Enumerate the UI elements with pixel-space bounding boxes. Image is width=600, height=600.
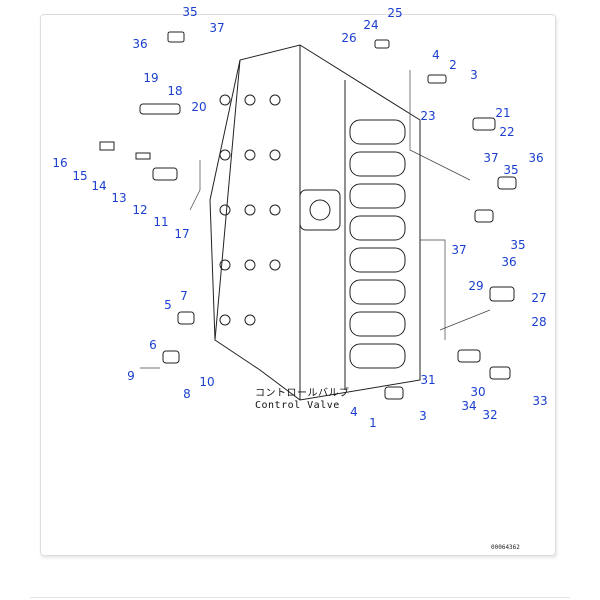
callout-24[interactable]: 24 [363, 18, 379, 32]
callout-4[interactable]: 4 [350, 405, 358, 419]
caption-english: Control Valve [255, 400, 340, 411]
callout-36[interactable]: 36 [501, 255, 517, 269]
callout-31[interactable]: 31 [420, 373, 436, 387]
callout-3[interactable]: 3 [470, 68, 478, 82]
callout-37[interactable]: 37 [483, 151, 499, 165]
spool-section [349, 151, 406, 177]
callout-33[interactable]: 33 [532, 394, 548, 408]
callout-8[interactable]: 8 [183, 387, 191, 401]
bolt-hole [244, 204, 256, 216]
callout-11[interactable]: 11 [153, 215, 169, 229]
callout-29[interactable]: 29 [468, 279, 484, 293]
callout-35[interactable]: 35 [503, 163, 519, 177]
spool-section [349, 119, 406, 145]
callout-35[interactable]: 35 [510, 238, 526, 252]
callout-35[interactable]: 35 [182, 5, 198, 19]
bolt-holes [219, 94, 281, 326]
callout-5[interactable]: 5 [164, 298, 172, 312]
bolt-hole [219, 94, 231, 106]
callout-1[interactable]: 1 [369, 416, 377, 430]
spool-section [349, 215, 406, 241]
callout-20[interactable]: 20 [191, 100, 207, 114]
fittings [99, 31, 517, 400]
callout-36[interactable]: 36 [132, 37, 148, 51]
leader-lines [140, 70, 491, 369]
spool-sections [349, 119, 406, 369]
callout-4[interactable]: 4 [432, 48, 440, 62]
diagram-caption: コントロールバルブ Control Valve [255, 388, 350, 412]
callout-18[interactable]: 18 [167, 84, 183, 98]
bolt-hole [244, 314, 256, 326]
callout-7[interactable]: 7 [180, 289, 188, 303]
callout-37[interactable]: 37 [451, 243, 467, 257]
bolt-hole [244, 149, 256, 161]
bolt-hole [244, 259, 256, 271]
callout-6[interactable]: 6 [149, 338, 157, 352]
callout-32[interactable]: 32 [482, 408, 498, 422]
callout-22[interactable]: 22 [499, 125, 515, 139]
callout-27[interactable]: 27 [531, 291, 547, 305]
callout-34[interactable]: 34 [461, 399, 477, 413]
callout-26[interactable]: 26 [341, 31, 357, 45]
spool-section [349, 247, 406, 273]
callout-25[interactable]: 25 [387, 6, 403, 20]
callout-28[interactable]: 28 [531, 315, 547, 329]
bolt-hole [219, 314, 231, 326]
bolt-hole [269, 259, 281, 271]
callout-21[interactable]: 21 [495, 106, 511, 120]
callout-3[interactable]: 3 [419, 409, 427, 423]
callout-19[interactable]: 19 [143, 71, 159, 85]
callout-10[interactable]: 10 [199, 375, 215, 389]
spool-section [349, 311, 406, 337]
caption-japanese: コントロールバルブ [255, 388, 350, 399]
callout-12[interactable]: 12 [132, 203, 148, 217]
spool-section [349, 279, 406, 305]
bolt-hole [219, 204, 231, 216]
callout-36[interactable]: 36 [528, 151, 544, 165]
bolt-hole [244, 94, 256, 106]
spool-section [349, 183, 406, 209]
divider [30, 597, 570, 598]
bolt-hole [219, 149, 231, 161]
spool-section [349, 343, 406, 369]
callout-16[interactable]: 16 [52, 156, 68, 170]
callout-15[interactable]: 15 [72, 169, 88, 183]
bolt-hole [269, 94, 281, 106]
callout-14[interactable]: 14 [91, 179, 107, 193]
callout-23[interactable]: 23 [420, 109, 436, 123]
callout-30[interactable]: 30 [470, 385, 486, 399]
bolt-hole [269, 204, 281, 216]
callout-9[interactable]: 9 [127, 369, 135, 383]
callout-17[interactable]: 17 [174, 227, 190, 241]
callout-37[interactable]: 37 [209, 21, 225, 35]
bolt-hole [269, 149, 281, 161]
callout-2[interactable]: 2 [449, 58, 457, 72]
callout-13[interactable]: 13 [111, 191, 127, 205]
bolt-hole [219, 259, 231, 271]
drawing-code: 00064362 [491, 544, 520, 551]
